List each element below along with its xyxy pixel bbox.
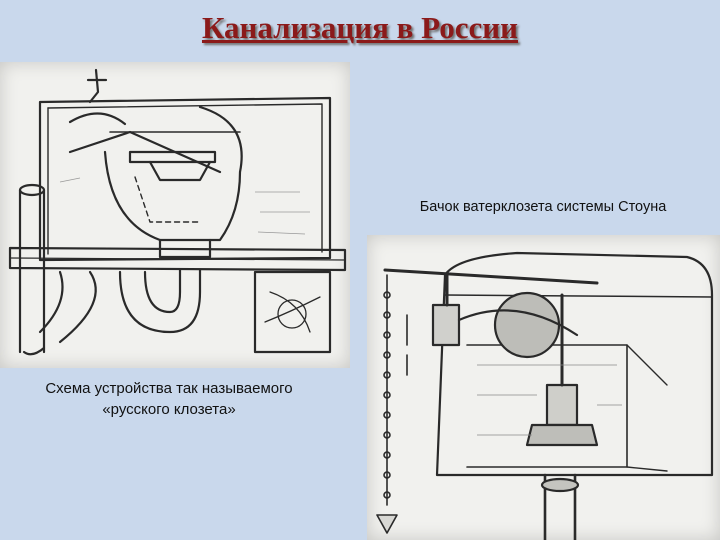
- cistern-box-outline: [38, 96, 332, 262]
- caption-russian-closet: Схема устройства так называемого «русско…: [4, 378, 334, 420]
- caption-russian-line2: «русского клозета»: [102, 401, 236, 418]
- floor-plank: [8, 246, 347, 272]
- vent-pipe: [18, 188, 46, 354]
- pull-lever: [383, 268, 599, 285]
- caption-russian-line1: Схема устройства так называемого: [45, 380, 293, 397]
- wood-block: [253, 270, 332, 354]
- flush-mechanism: [128, 150, 217, 164]
- trap-pipe: [38, 270, 97, 344]
- stone-cistern-illustration: [367, 235, 720, 540]
- pull-chain: [376, 274, 398, 534]
- inlet-valve: [431, 303, 461, 347]
- bowl-outline: [103, 105, 243, 242]
- russian-closet-drawing: [8, 68, 347, 356]
- stone-cistern-drawing: [376, 251, 714, 540]
- russian-closet-diagram: [0, 62, 350, 368]
- siphon-valve: [545, 383, 579, 427]
- caption-stone-cistern: Бачок ватерклозета системы Стоуна: [419, 199, 667, 215]
- cistern-body: [435, 251, 714, 477]
- float-ball: [493, 291, 561, 359]
- slide-title: Канализация в России: [201, 10, 519, 45]
